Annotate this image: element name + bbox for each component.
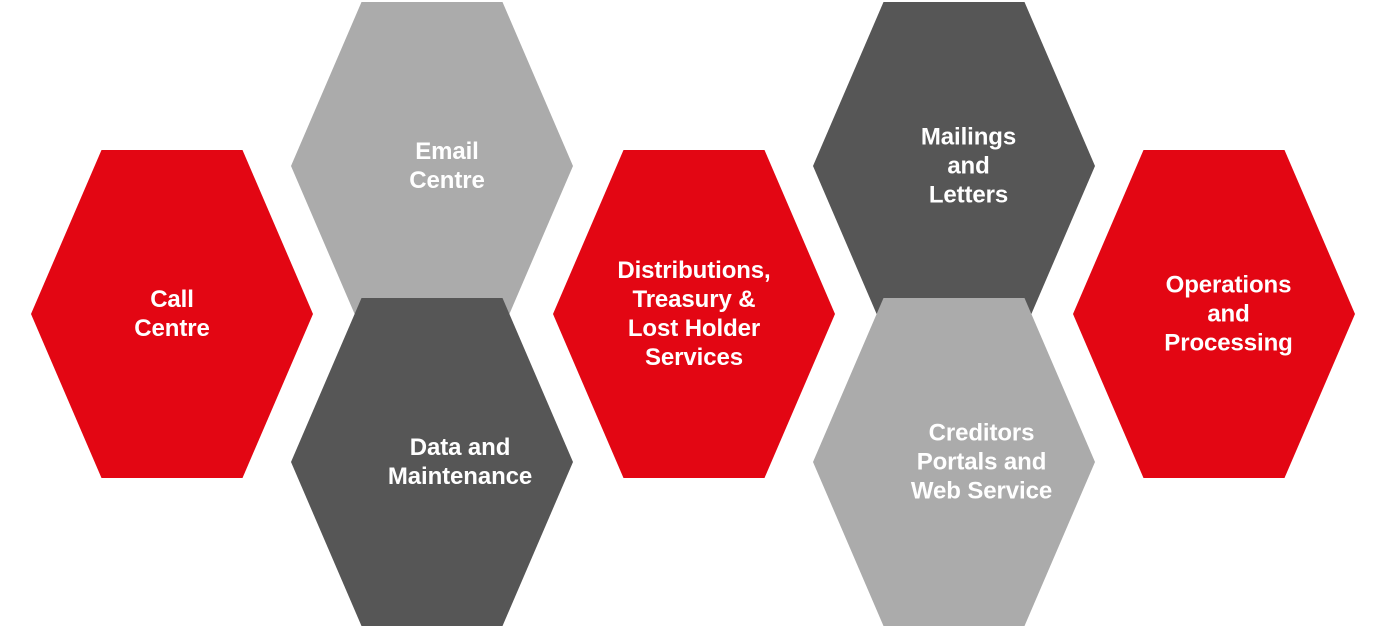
hexagon-email-centre[interactable]: Email Centre <box>291 2 573 330</box>
hexagon-call-centre[interactable]: Call Centre <box>31 150 313 478</box>
hexagon-label-data-and-maintenance: Data and Maintenance <box>387 434 533 490</box>
hexagon-label-email-centre: Email Centre <box>409 138 485 194</box>
hexagon-data-and-maintenance[interactable]: Data and Maintenance <box>291 298 573 626</box>
hexagon-distributions-treasury-lost-holder-services[interactable]: Distributions, Treasury & Lost Holder Se… <box>553 150 835 478</box>
hexagon-creditors-portals-and-web-service[interactable]: Creditors Portals and Web Service <box>813 298 1095 626</box>
hexagon-label-call-centre: Call Centre <box>134 286 210 342</box>
hexagon-label-mailings-and-letters: Mailings and Letters <box>921 123 1017 209</box>
hexagon-label-creditors-portals-and-web-service: Creditors Portals and Web Service <box>911 419 1053 505</box>
hexagon-mailings-and-letters[interactable]: Mailings and Letters <box>813 2 1095 330</box>
hexagon-label-operations-and-processing: Operations and Processing <box>1164 271 1294 357</box>
hexagon-label-distributions-treasury-lost-holder-services: Distributions, Treasury & Lost Holder Se… <box>617 257 771 371</box>
hexagon-operations-and-processing[interactable]: Operations and Processing <box>1073 150 1355 478</box>
